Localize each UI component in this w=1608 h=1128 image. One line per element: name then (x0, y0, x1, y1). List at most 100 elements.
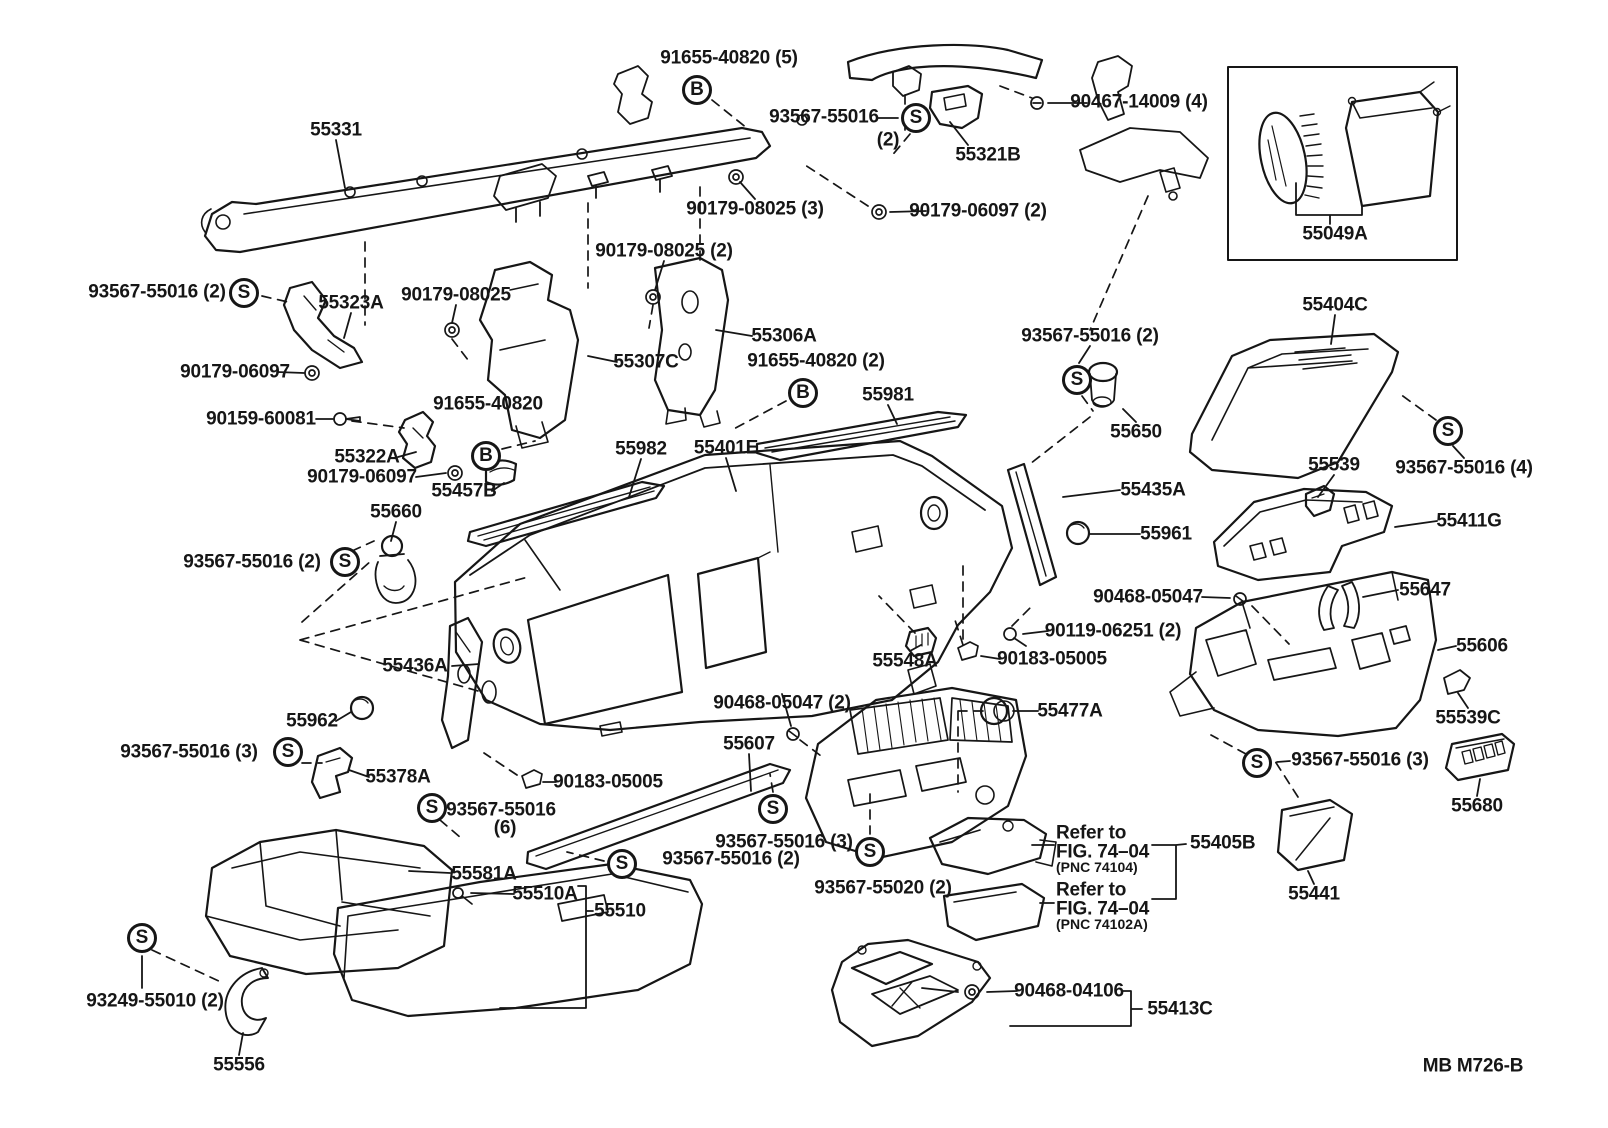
part-number-label: 55411G (1436, 510, 1502, 532)
fastener-callout-S: S (855, 837, 885, 867)
part-55961-grommet (1065, 520, 1091, 546)
part-number-label: Refer to (1056, 879, 1127, 901)
fastener-callout-S: S (127, 923, 157, 953)
part-number-label: 91655-40820 (433, 393, 543, 415)
part-number-label: 55647 (1399, 579, 1451, 601)
part-number-label: FIG. 74–04 (1056, 898, 1150, 920)
part-number-label: 55962 (286, 710, 338, 732)
part-number-label: MB M726-B (1422, 1055, 1524, 1077)
part-number-label: 55982 (615, 438, 667, 460)
part-number-label: 55404C (1302, 294, 1368, 316)
part-number-label: 93567-55016 (4) (1395, 457, 1533, 479)
fastener-callout-S: S (273, 737, 303, 767)
part-number-label: 91655-40820 (5) (660, 47, 798, 69)
part-number-label: 55306A (751, 325, 817, 347)
fastener-callout-S: S (330, 547, 360, 577)
part-number-label: 90468-04106 (1014, 980, 1124, 1002)
part-55331-reinforcement-bar (200, 65, 808, 254)
part-number-label: 55322A (334, 446, 400, 468)
part-number-label: 93567-55016 (3) (120, 741, 258, 763)
part-number-label: 55321B (955, 144, 1021, 166)
part-number-label: 55539C (1435, 707, 1501, 729)
part-55660-lighter (374, 534, 417, 604)
part-number-label: 55441 (1288, 883, 1340, 905)
part-number-label: 90179-06097 (307, 466, 417, 488)
part-55049a-inset-box (1227, 66, 1458, 261)
fastener-callout-B: B (471, 441, 501, 471)
part-55436a-side-trim (440, 616, 484, 750)
part-55607-trim-strip (525, 762, 792, 871)
fastener-callout-S: S (1242, 748, 1272, 778)
part-number-label: 93567-55016 (2) (183, 551, 321, 573)
fastener-callout-S: S (417, 793, 447, 823)
part-55404c-cluster-hood (1188, 332, 1400, 480)
part-ashtray-upper (928, 816, 1057, 876)
part-55378a-clip (310, 746, 354, 800)
part-number-label: 55401E (693, 437, 759, 459)
part-number-label: 90179-08025 (401, 284, 511, 306)
part-number-label: 90179-08025 (3) (686, 198, 824, 220)
part-55322a-bracket (397, 410, 437, 470)
part-number-label: 55477A (1037, 700, 1103, 722)
part-number-label: 55049A (1302, 223, 1368, 245)
part-number-label: 55435A (1120, 479, 1186, 501)
part-number-label: 93567-55016 (3) (1291, 749, 1429, 771)
part-number-label: 90179-08025 (2) (595, 240, 733, 262)
part-number-label: 55650 (1110, 421, 1162, 443)
part-number-label: 55539 (1308, 454, 1360, 476)
part-center-vent-panel (804, 686, 1028, 860)
part-55548a-clip (904, 626, 938, 658)
part-number-label: 55680 (1451, 795, 1503, 817)
part-55556-check-arm (224, 967, 269, 1037)
part-55539c-clip (1443, 669, 1471, 695)
part-number-label: 55548A (872, 650, 938, 672)
part-number-label: FIG. 74–04 (1056, 841, 1150, 863)
part-number-label: 55961 (1140, 523, 1192, 545)
part-number-label: (PNC 74104) (1056, 859, 1138, 875)
part-number-label: 55405B (1190, 832, 1256, 854)
part-number-label: 55660 (370, 501, 422, 523)
leader-lines-dashed (151, 85, 1437, 984)
part-55647-clips (1318, 581, 1360, 631)
part-number-label: (2) (876, 129, 900, 151)
part-55680-vent-switch (1444, 732, 1516, 782)
fastener-callout-S: S (758, 794, 788, 824)
part-number-label: 93567-55016 (2) (88, 281, 226, 303)
part-55411g-finish-panel (1212, 487, 1394, 582)
part-55306a-brace-plate (653, 256, 730, 428)
part-number-label: 91655-40820 (2) (747, 350, 885, 372)
part-number-label: 55606 (1456, 635, 1508, 657)
part-55982-defroster-strip (466, 480, 666, 548)
part-number-label: 55378A (365, 766, 431, 788)
part-number-label: 93567-55016 (446, 799, 556, 821)
part-number-label: 93567-55016 (769, 106, 879, 128)
part-number-label: 55457B (431, 480, 497, 502)
fastener-icons (304, 96, 1247, 1000)
part-number-label: 55413C (1147, 998, 1213, 1020)
part-number-label: (6) (493, 817, 517, 839)
part-55413c-console-panel (830, 938, 992, 1048)
part-55435a-side-trim (1006, 462, 1058, 587)
fastener-callout-S: S (229, 278, 259, 308)
part-number-label: 55510 (594, 900, 646, 922)
fastener-callout-S: S (1433, 416, 1463, 446)
part-number-label: 93567-55016 (3) (715, 831, 853, 853)
part-number-label: 90468-05047 (2) (713, 692, 851, 714)
part-number-label: 90183-05005 (997, 648, 1107, 670)
part-55962-grommet (349, 695, 375, 721)
part-number-label: 55510A (512, 883, 578, 905)
part-number-label: 93567-55016 (2) (662, 848, 800, 870)
part-number-label: 55307C (613, 351, 679, 373)
fastener-callout-B: B (682, 75, 712, 105)
part-number-label: 93567-55016 (2) (1021, 325, 1159, 347)
part-number-label: 55607 (723, 733, 775, 755)
part-number-label: 90179-06097 (2) (909, 200, 1047, 222)
part-number-label: Refer to (1056, 822, 1127, 844)
part-number-label: 90468-05047 (1093, 586, 1203, 608)
part-number-label: 90183-05005 (553, 771, 663, 793)
part-number-label: 90159-60081 (206, 408, 316, 430)
part-number-label: 55436A (382, 655, 448, 677)
part-number-label: 93249-55010 (2) (86, 990, 224, 1012)
part-55581a-glove-compartment (204, 828, 454, 976)
